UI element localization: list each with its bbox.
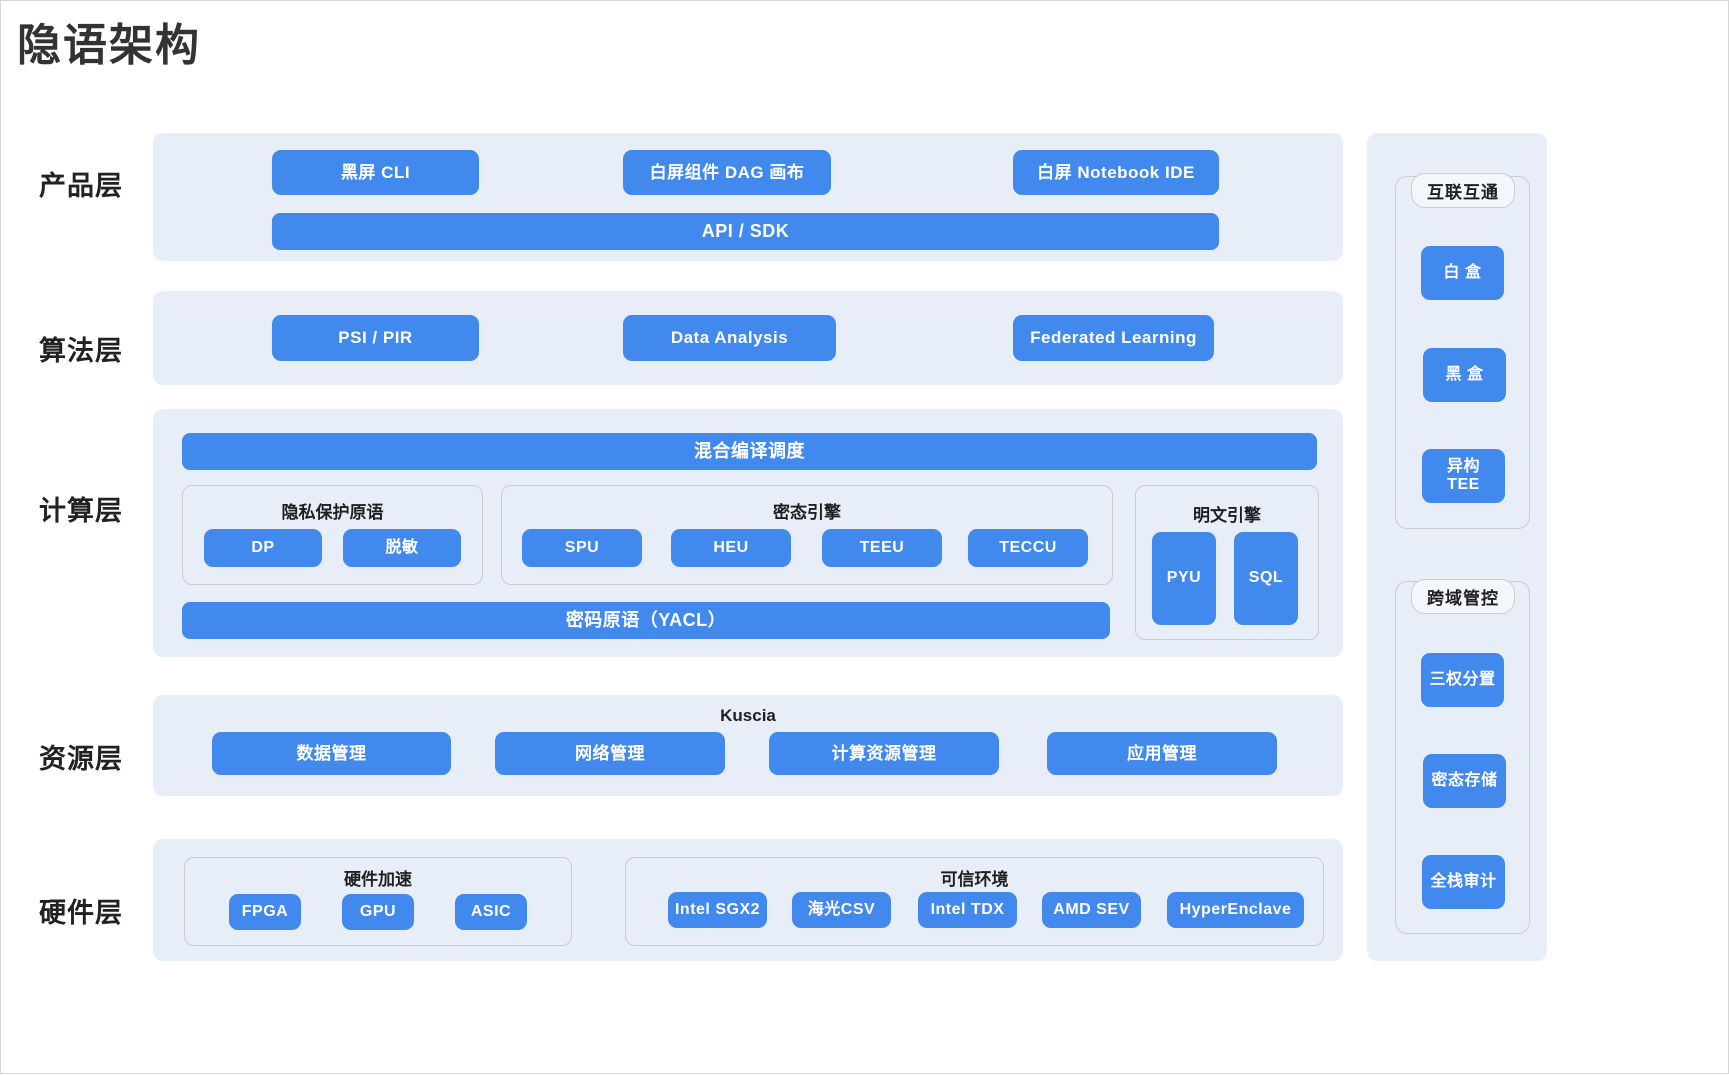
group-privacy-primitives xyxy=(182,485,483,585)
side-title-cross-domain-control: 跨域管控 xyxy=(1411,579,1515,614)
compute-crypto-primitives-bar[interactable]: 密码原语（YACL） xyxy=(182,602,1110,639)
hardware-item-amd-sev[interactable]: AMD SEV xyxy=(1042,892,1141,928)
compute-item-spu[interactable]: SPU xyxy=(522,529,642,567)
group-title-plaintext-engine: 明文引擎 xyxy=(1193,506,1261,525)
hardware-item-asic[interactable]: ASIC xyxy=(455,894,527,930)
compute-hybrid-compile-bar[interactable]: 混合编译调度 xyxy=(182,433,1317,470)
hardware-item-fpga[interactable]: FPGA xyxy=(229,894,301,930)
hardware-item-hygon-csv[interactable]: 海光CSV xyxy=(792,892,891,928)
layer-label-product: 产品层 xyxy=(39,171,123,201)
side-item-full-stack-audit[interactable]: 全栈审计 xyxy=(1422,855,1505,909)
side-item-heterogeneous-tee[interactable]: 异构 TEE xyxy=(1422,449,1505,503)
resource-item-application-mgmt[interactable]: 应用管理 xyxy=(1047,732,1277,775)
side-item-three-rights-separation[interactable]: 三权分置 xyxy=(1421,653,1504,707)
algorithm-item-federated-learning[interactable]: Federated Learning xyxy=(1013,315,1214,361)
layer-label-algorithm: 算法层 xyxy=(39,336,123,366)
layer-label-resource: 资源层 xyxy=(39,744,123,774)
hardware-item-intel-sgx2[interactable]: Intel SGX2 xyxy=(668,892,767,928)
group-plaintext-engine xyxy=(1135,485,1319,640)
group-hardware-acceleration xyxy=(184,857,572,946)
side-item-black-box[interactable]: 黑 盒 xyxy=(1423,348,1506,402)
product-api-sdk-bar[interactable]: API / SDK xyxy=(272,213,1219,250)
resource-item-data-mgmt[interactable]: 数据管理 xyxy=(212,732,451,775)
page-title: 隐语架构 xyxy=(17,21,201,70)
hardware-item-gpu[interactable]: GPU xyxy=(342,894,414,930)
group-ciphertext-engine xyxy=(501,485,1113,585)
layer-label-hardware: 硬件层 xyxy=(39,898,123,928)
group-title-trusted-environment: 可信环境 xyxy=(940,870,1009,889)
compute-item-teccu[interactable]: TECCU xyxy=(968,529,1088,567)
group-trusted-environment xyxy=(625,857,1324,946)
side-title-interconnect: 互联互通 xyxy=(1411,173,1515,208)
compute-item-teeu[interactable]: TEEU xyxy=(822,529,942,567)
compute-item-sql[interactable]: SQL xyxy=(1234,532,1298,625)
hardware-item-intel-tdx[interactable]: Intel TDX xyxy=(918,892,1017,928)
resource-item-network-mgmt[interactable]: 网络管理 xyxy=(495,732,725,775)
group-title-ciphertext-engine: 密态引擎 xyxy=(773,503,841,522)
resource-item-compute-resource-mgmt[interactable]: 计算资源管理 xyxy=(769,732,999,775)
compute-item-heu[interactable]: HEU xyxy=(671,529,791,567)
compute-item-desensitization[interactable]: 脱敏 xyxy=(343,529,461,567)
group-title-privacy-primitives: 隐私保护原语 xyxy=(281,503,384,522)
algorithm-item-psi-pir[interactable]: PSI / PIR xyxy=(272,315,479,361)
product-item-cli[interactable]: 黑屏 CLI xyxy=(272,150,479,195)
compute-item-dp[interactable]: DP xyxy=(204,529,322,567)
algorithm-item-data-analysis[interactable]: Data Analysis xyxy=(623,315,836,361)
compute-item-pyu[interactable]: PYU xyxy=(1152,532,1216,625)
group-title-hardware-acceleration: 硬件加速 xyxy=(344,870,412,889)
layer-label-compute: 计算层 xyxy=(39,496,123,526)
product-item-dag-canvas[interactable]: 白屏组件 DAG 画布 xyxy=(623,150,831,195)
hardware-item-hyperenclave[interactable]: HyperEnclave xyxy=(1167,892,1304,928)
resource-heading-kuscia: Kuscia xyxy=(720,706,776,725)
side-item-ciphertext-storage[interactable]: 密态存储 xyxy=(1423,754,1506,808)
product-item-notebook-ide[interactable]: 白屏 Notebook IDE xyxy=(1013,150,1219,195)
side-item-white-box[interactable]: 白 盒 xyxy=(1421,246,1504,300)
